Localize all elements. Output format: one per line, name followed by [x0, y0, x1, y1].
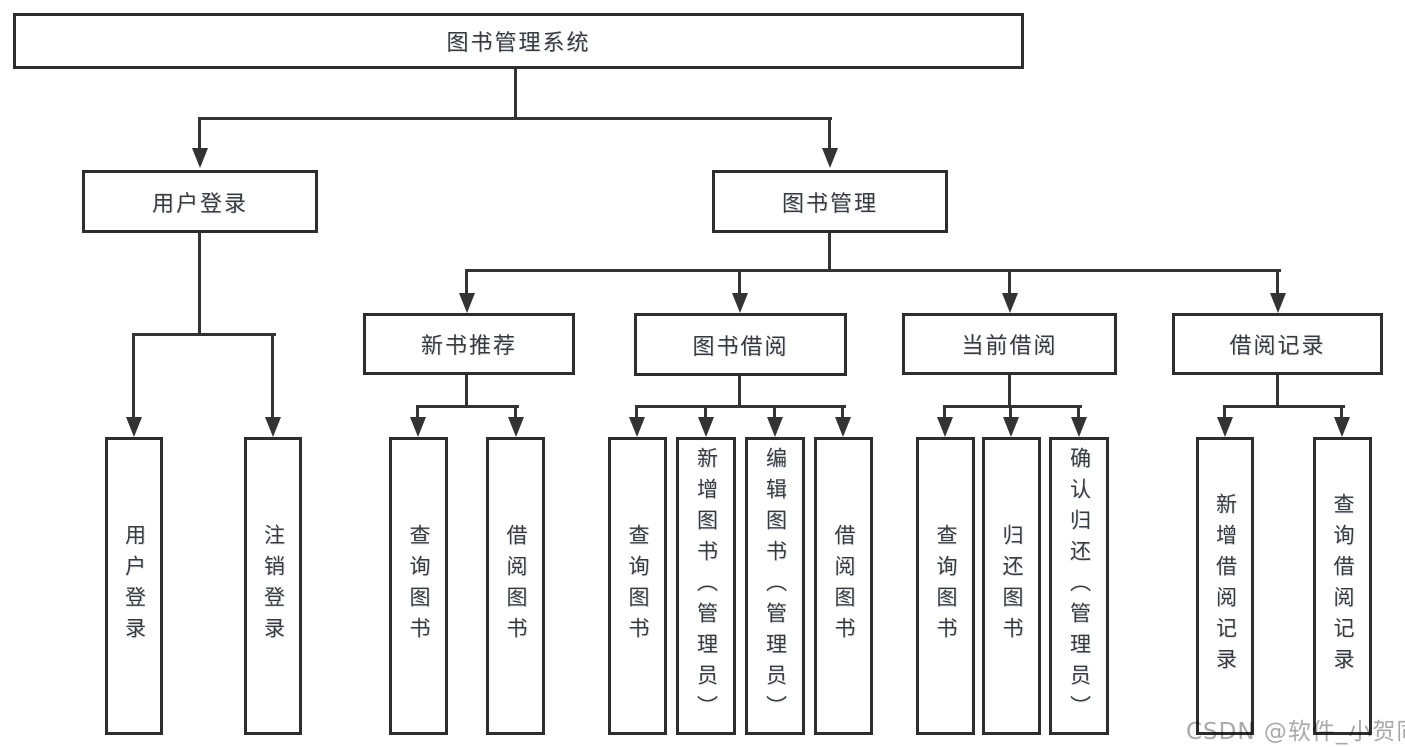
connector-stem-leaf-logout: [271, 333, 274, 419]
connector-book-borrowing-crossbar: [635, 405, 846, 408]
connector-stem-leaf: [704, 405, 707, 419]
node-book-borrowing: 图书借阅: [634, 313, 847, 376]
arrowhead-down-icon: [698, 417, 714, 437]
arrowhead-down-icon: [508, 417, 524, 437]
leaf-current-return-books-label: 归还图书: [1000, 524, 1024, 648]
node-root: 图书管理系统: [13, 13, 1024, 69]
leaf-current-search-books: 查询图书: [916, 437, 975, 735]
connector-stem-leaf: [1340, 405, 1343, 419]
leaf-recommend-borrow-books: 借阅图书: [486, 437, 545, 735]
connector-stem-leaf: [416, 405, 419, 419]
leaf-user-login: 用户登录: [105, 437, 163, 735]
leaf-current-confirm-return-admin-label: 确认归还（管理员）: [1067, 446, 1092, 726]
connector-stem-user-login: [198, 117, 201, 150]
connector-stem-leaf: [1223, 405, 1226, 419]
leaf-borrowing-add-books-admin-label: 新增图书（管理员）: [694, 446, 719, 726]
connector-book-borrowing-trunk: [738, 376, 741, 407]
node-root-label: 图书管理系统: [446, 31, 591, 56]
connector-stem-leaf: [1077, 405, 1080, 419]
node-borrowing-records-label: 借阅记录: [1229, 334, 1326, 359]
arrowhead-down-icon: [265, 417, 281, 437]
leaf-logout: 注销登录: [244, 437, 302, 735]
arrowhead-down-icon: [1003, 417, 1019, 437]
arrowhead-down-icon: [192, 148, 208, 168]
leaf-borrowing-borrow-books: 借阅图书: [814, 437, 873, 735]
leaf-borrowing-search-books: 查询图书: [608, 437, 667, 735]
leaf-borrowing-edit-books-admin: 编辑图书（管理员）: [745, 437, 805, 735]
leaf-borrowing-search-books-label: 查询图书: [626, 524, 650, 648]
node-book-management: 图书管理: [712, 170, 948, 233]
leaf-records-search-record: 查询借阅记录: [1313, 437, 1372, 735]
node-borrowing-records: 借阅记录: [1172, 313, 1383, 375]
leaf-recommend-search-books-label: 查询图书: [407, 524, 431, 648]
connector-book-management-trunk: [828, 233, 831, 272]
connector-user-login-trunk: [198, 233, 201, 335]
leaf-user-login-label: 用户登录: [122, 524, 147, 648]
node-new-book-recommend-label: 新书推荐: [420, 334, 517, 359]
arrowhead-down-icon: [937, 417, 953, 437]
connector-stem-leaf: [635, 405, 638, 419]
connector-current-borrowing-trunk: [1008, 375, 1011, 407]
leaf-current-confirm-return-admin: 确认归还（管理员）: [1049, 437, 1109, 735]
node-new-book-recommend: 新书推荐: [363, 313, 575, 375]
arrowhead-down-icon: [732, 293, 748, 313]
connector-borrowing-records-trunk: [1276, 375, 1279, 407]
arrowhead-down-icon: [835, 417, 851, 437]
node-user-login-branch-label: 用户登录: [151, 191, 248, 217]
arrowhead-down-icon: [629, 417, 645, 437]
arrowhead-down-icon: [1270, 293, 1286, 313]
connector-stem-book-borrowing: [738, 269, 741, 295]
leaf-recommend-search-books: 查询图书: [389, 437, 448, 735]
node-book-borrowing-label: 图书借阅: [692, 334, 789, 360]
connector-user-login-crossbar: [132, 333, 276, 336]
connector-new-book-recommend-trunk: [465, 375, 468, 407]
csdn-watermark: CSDN @软件_小贺同学: [1186, 719, 1405, 745]
connector-stem-leaf: [514, 405, 517, 419]
leaf-recommend-borrow-books-label: 借阅图书: [504, 524, 528, 648]
connector-current-borrowing-crossbar: [943, 405, 1082, 408]
connector-stem-new-book-recommend: [465, 269, 468, 295]
connector-book-management-crossbar: [465, 269, 1281, 272]
leaf-records-add-record-label: 新增借阅记录: [1213, 493, 1238, 679]
arrowhead-down-icon: [767, 417, 783, 437]
connector-root-trunk: [514, 69, 517, 118]
connector-stem-leaf-user-login: [132, 333, 135, 419]
arrowhead-down-icon: [1334, 417, 1350, 437]
leaf-records-search-record-label: 查询借阅记录: [1331, 493, 1355, 679]
leaf-logout-label: 注销登录: [261, 524, 286, 648]
connector-stem-borrowing-records: [1276, 269, 1279, 295]
leaf-borrowing-edit-books-admin-label: 编辑图书（管理员）: [763, 446, 788, 726]
connector-stem-current-borrowing: [1008, 269, 1011, 295]
leaf-current-search-books-label: 查询图书: [934, 524, 958, 648]
node-user-login-branch: 用户登录: [82, 170, 318, 233]
arrowhead-down-icon: [1217, 417, 1233, 437]
node-current-borrowing-label: 当前借阅: [961, 334, 1058, 359]
connector-stem-leaf: [773, 405, 776, 419]
leaf-current-return-books: 归还图书: [982, 437, 1041, 735]
connector-new-book-recommend-crossbar: [416, 405, 519, 408]
leaf-borrowing-borrow-books-label: 借阅图书: [832, 524, 856, 648]
connector-stem-book-management: [828, 117, 831, 150]
arrowhead-down-icon: [410, 417, 426, 437]
arrowhead-down-icon: [459, 293, 475, 313]
arrowhead-down-icon: [822, 148, 838, 168]
connector-stem-leaf: [1009, 405, 1012, 419]
connector-borrowing-records-crossbar: [1223, 405, 1345, 408]
connector-stem-leaf: [841, 405, 844, 419]
leaf-borrowing-add-books-admin: 新增图书（管理员）: [676, 437, 736, 735]
arrowhead-down-icon: [1071, 417, 1087, 437]
leaf-records-add-record: 新增借阅记录: [1196, 437, 1254, 735]
connector-root-crossbar: [198, 117, 832, 120]
node-current-borrowing: 当前借阅: [902, 313, 1117, 375]
arrowhead-down-icon: [1002, 293, 1018, 313]
node-book-management-label: 图书管理: [781, 191, 878, 217]
arrowhead-down-icon: [126, 417, 142, 437]
connector-stem-leaf: [943, 405, 946, 419]
